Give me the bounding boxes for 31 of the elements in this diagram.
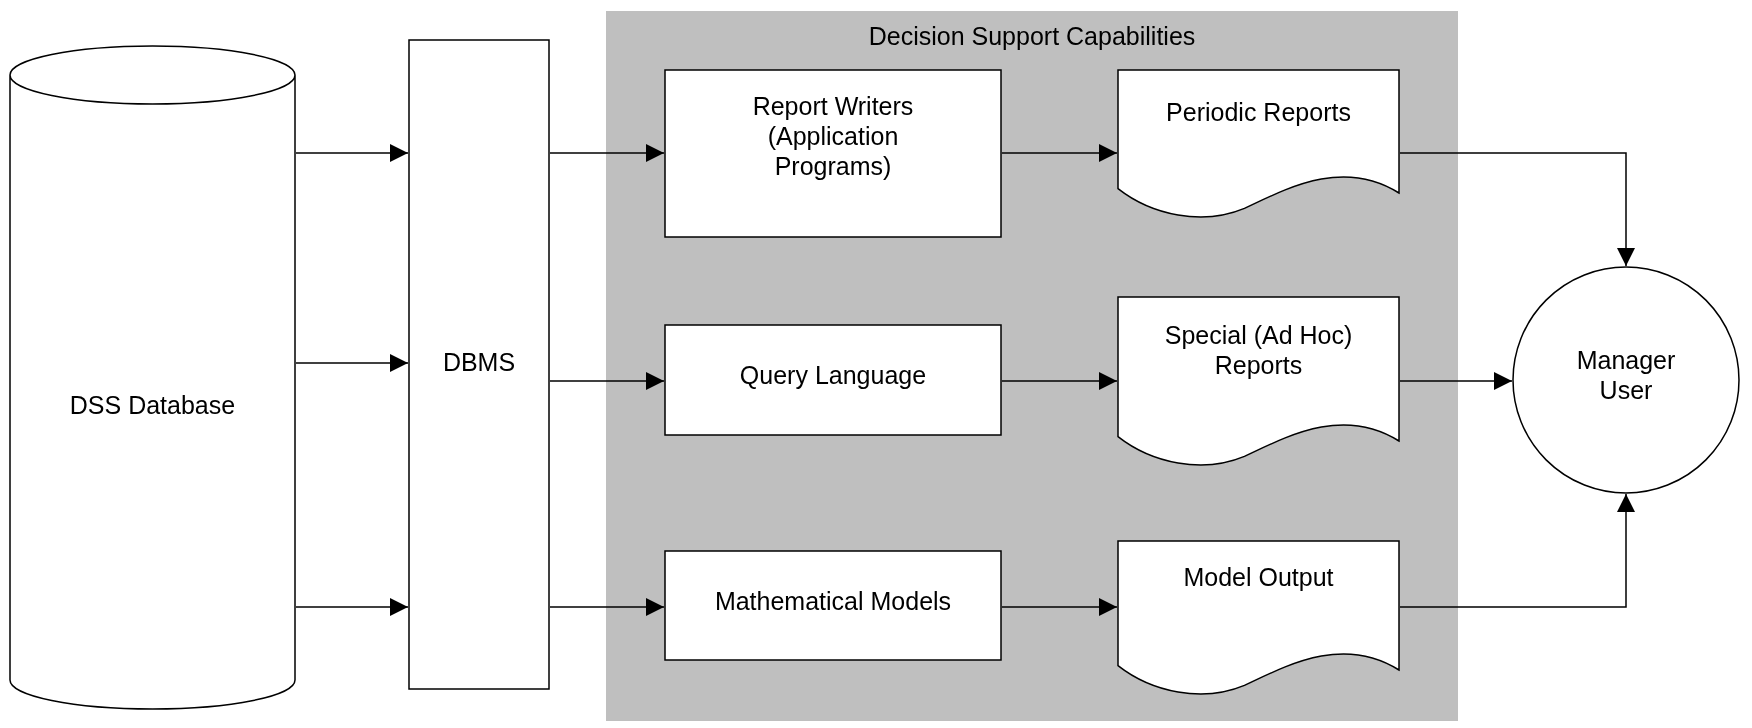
arrow [549, 372, 665, 390]
node-label: Manager User [1575, 345, 1677, 405]
database-cylinder [9, 45, 296, 710]
arrow [1399, 493, 1635, 608]
node-label: Special (Ad Hoc) Reports [1163, 320, 1354, 380]
node-label: Mathematical Models [713, 586, 953, 616]
node-label: Model Output [1182, 562, 1335, 592]
group-title: Decision Support Capabilities [867, 21, 1197, 51]
arrow [1399, 152, 1635, 267]
arrow [1399, 372, 1513, 390]
node-label: Report Writers (Application Programs) [751, 91, 915, 181]
document-shape [1117, 69, 1400, 216]
node-label: Query Language [738, 360, 928, 390]
node-label: Periodic Reports [1165, 97, 1352, 127]
arrow [295, 354, 409, 372]
arrow [295, 598, 409, 616]
user-circle [1512, 266, 1740, 494]
group-panel [606, 11, 1458, 721]
arrow [549, 144, 665, 162]
arrow [1001, 372, 1118, 390]
arrow [1001, 144, 1118, 162]
process-box [664, 69, 1002, 238]
arrow [295, 144, 409, 162]
document-shape [1117, 540, 1400, 693]
node-label: DSS Database [68, 390, 237, 420]
node-label: DBMS [441, 347, 517, 377]
process-box [664, 550, 1002, 661]
arrow [1001, 598, 1118, 616]
arrow [549, 598, 665, 616]
process-box [664, 324, 1002, 436]
process-box [408, 39, 550, 690]
